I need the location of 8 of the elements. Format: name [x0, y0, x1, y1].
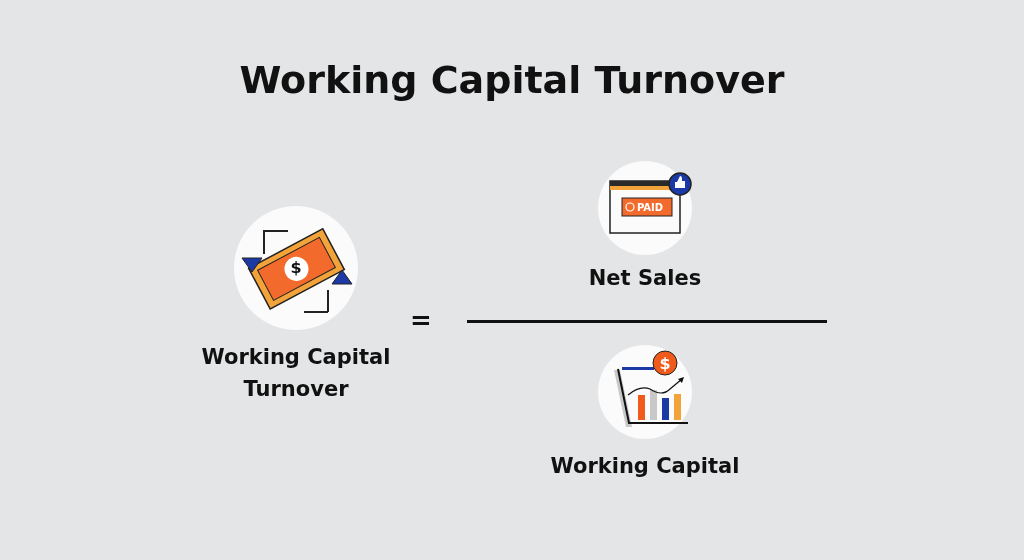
term-label: Working Capital Turnover	[200, 344, 392, 403]
paid-stamp-text: PAID	[636, 202, 664, 213]
term-label: Working Capital	[550, 453, 740, 480]
diagram-title: Working Capital Turnover	[238, 58, 786, 102]
term-label: Net Sales	[588, 265, 702, 292]
dollar-sign: $	[659, 354, 671, 373]
dollar-sign: $	[290, 258, 302, 277]
equals-sign: =	[410, 305, 432, 335]
